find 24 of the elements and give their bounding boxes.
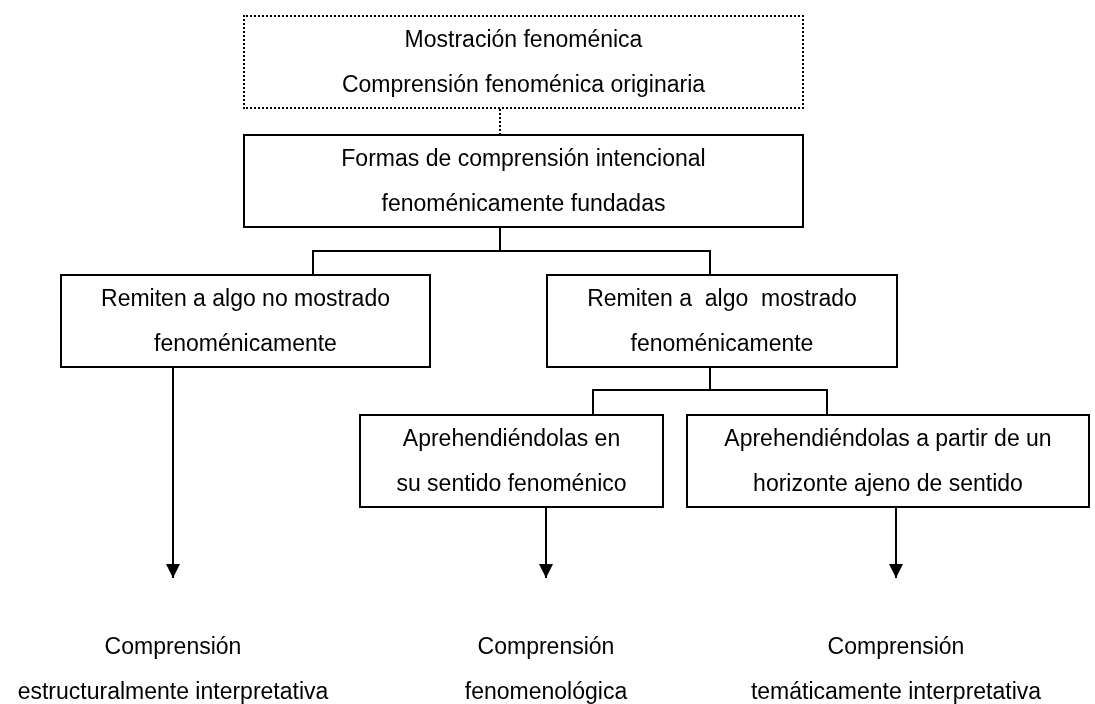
outcome-text: Comprensión (827, 632, 965, 661)
box-text: Mostración fenoménica (404, 25, 643, 54)
box-text: Comprensión fenoménica originaria (341, 70, 706, 99)
arrow (889, 507, 903, 579)
process-box (243, 134, 804, 228)
process-box (686, 414, 1090, 508)
box-text: Aprehendiéndolas en su sentido fenoménico (395, 424, 628, 498)
process-box (546, 274, 898, 368)
process-box (60, 274, 431, 368)
outcome-text: Comprensión (477, 632, 615, 661)
box-text: Formas de comprensión intencional fenoménicamente fundadas (340, 144, 707, 218)
box-text: Remiten a algo mostrado fenoménicamente (586, 284, 858, 358)
box-text: Remiten a algo no mostrado fenoménicamente (100, 284, 391, 358)
arrow (539, 507, 553, 579)
process-box (243, 15, 804, 109)
connector-line (709, 367, 828, 415)
connector-line (499, 108, 501, 135)
outcome-text: Comprensión (104, 632, 242, 661)
arrow (166, 367, 180, 579)
outcome-text: estructuralmente interpretativa (17, 677, 329, 704)
outcome-text: temáticamente interpretativa (750, 677, 1042, 704)
process-box (359, 414, 664, 508)
outcome-text: fenomenológica (464, 677, 628, 704)
box-text: Aprehendiéndolas a partir de un horizonte ajeno de sentido (723, 424, 1053, 498)
